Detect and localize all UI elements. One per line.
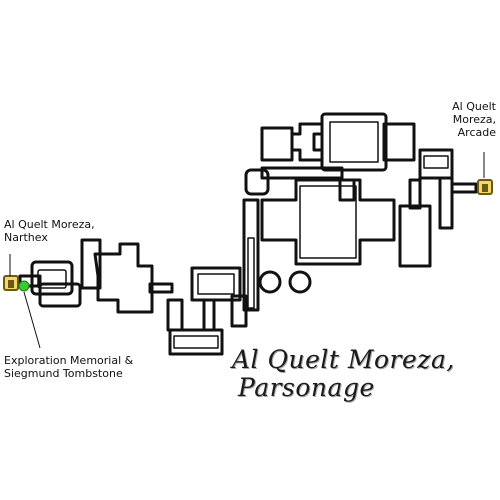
corridor — [438, 176, 454, 230]
round-room — [258, 270, 282, 294]
corridor — [247, 237, 255, 309]
map-title-line: Al Quelt Moreza, — [232, 345, 455, 374]
room — [37, 269, 67, 289]
room — [38, 282, 82, 308]
room — [80, 238, 102, 290]
corridor — [338, 178, 356, 202]
room — [290, 122, 324, 162]
room — [93, 242, 154, 314]
corridor — [260, 166, 344, 180]
corridor — [450, 182, 478, 194]
room — [190, 266, 242, 302]
room — [398, 204, 432, 268]
corridor — [202, 298, 216, 332]
exit-label-line: Narthex — [4, 231, 48, 244]
corridor — [18, 274, 42, 288]
door-icon[interactable] — [477, 179, 493, 195]
corridor — [408, 178, 422, 210]
point-label-memorial: Exploration Memorial & Siegmund Tombston… — [4, 354, 214, 380]
exit-label-line: Al Quelt — [452, 100, 496, 113]
leader-line — [23, 291, 41, 349]
exit-label-line: Arcade — [457, 126, 496, 139]
room — [418, 148, 454, 180]
exit-label-line: Al Quelt Moreza, — [4, 218, 95, 231]
point-label-line: Siegmund Tombstone — [4, 367, 123, 380]
room — [260, 178, 396, 266]
map-title-line: Parsonage — [238, 373, 375, 402]
room — [423, 155, 449, 169]
room — [30, 260, 74, 296]
room — [168, 328, 224, 356]
room — [244, 168, 270, 196]
room — [260, 126, 294, 162]
room — [197, 273, 235, 295]
memorial-icon[interactable] — [18, 280, 30, 292]
point-label-line: Exploration Memorial & — [4, 354, 134, 367]
map-title: Al Quelt Moreza, Parsonage — [232, 346, 492, 402]
exit-label-line: Moreza, — [452, 113, 496, 126]
corridor — [148, 282, 174, 294]
exit-label-arcade: Al Quelt Moreza, Arcade — [400, 100, 496, 139]
room — [299, 185, 357, 259]
room — [329, 121, 379, 163]
corridor — [242, 198, 260, 312]
room — [173, 335, 219, 349]
exit-label-narthex: Al Quelt Moreza, Narthex — [4, 218, 144, 244]
round-room — [288, 270, 312, 294]
room — [166, 298, 184, 332]
room — [382, 122, 416, 162]
room — [320, 112, 388, 172]
map-rooms — [18, 112, 478, 356]
door-icon[interactable] — [3, 275, 19, 291]
